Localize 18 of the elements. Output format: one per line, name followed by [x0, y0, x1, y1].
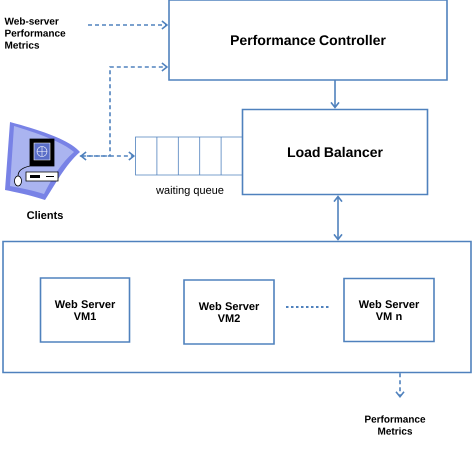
process-box: Web Server VM n: [343, 278, 435, 342]
server-group-box: [2, 240, 472, 374]
process-box: Web Server VM2: [183, 279, 275, 345]
node-label: waiting queue: [156, 186, 224, 196]
arrow: [330, 80, 340, 109]
arrow: [395, 373, 405, 398]
metrics-label: Performance Metrics: [365, 415, 426, 435]
picture: [5, 122, 80, 200]
process-box: Performance Controller: [168, 0, 448, 81]
arrow: [333, 195, 343, 241]
arrow: [80, 62, 168, 157]
arrow: [80, 151, 136, 161]
waiting-queue: [135, 136, 243, 176]
metrics-label: Web-server Performance Metrics: [4, 17, 66, 49]
process-box: Load Balancer: [242, 108, 428, 196]
process-box: Web Server VM1: [40, 277, 130, 343]
node-label: Clients: [27, 210, 63, 220]
arrow: [88, 20, 168, 30]
